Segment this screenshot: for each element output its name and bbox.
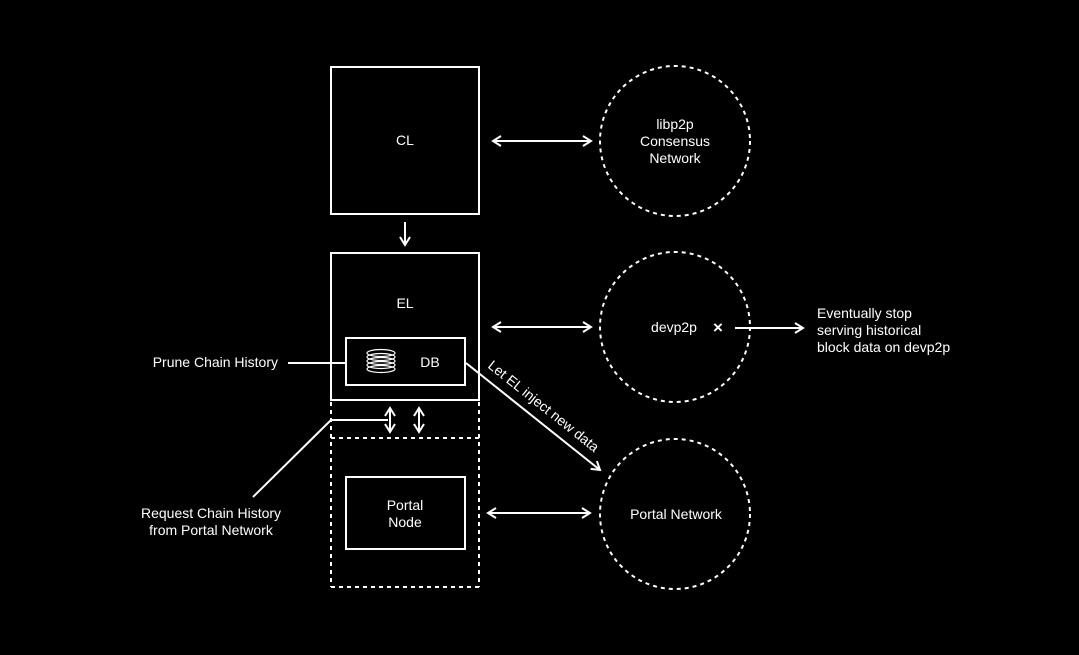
request-label-2: from Portal Network — [149, 522, 274, 538]
libp2p-label-1: libp2p — [656, 116, 694, 132]
cl-label: CL — [396, 132, 414, 148]
libp2p-label-2: Consensus — [640, 133, 710, 149]
stop-note-line-3: block data on devp2p — [817, 339, 950, 355]
el-box: EL — [330, 252, 480, 401]
database-icon — [366, 348, 396, 374]
stop-serving-note: Eventually stop serving historical block… — [817, 305, 950, 355]
portal-node-label-2: Node — [388, 514, 422, 530]
inject-arrow — [465, 362, 602, 472]
portal-node-box: Portal Node — [345, 476, 466, 550]
db-label: DB — [420, 354, 439, 370]
devp2p-network: devp2p × — [599, 251, 751, 403]
portal-network: Portal Network — [599, 438, 751, 590]
libp2p-label-3: Network — [649, 150, 701, 166]
request-leader-line — [252, 419, 388, 498]
portal-node-label-1: Portal — [387, 497, 424, 513]
portal-network-label: Portal Network — [630, 506, 723, 522]
stop-note-line-2: serving historical — [817, 322, 921, 338]
cl-box: CL — [330, 66, 480, 215]
close-icon: × — [713, 318, 723, 337]
portal-client-container — [330, 402, 480, 588]
request-label-1: Request Chain History — [141, 505, 281, 521]
devp2p-label: devp2p — [651, 319, 697, 335]
stop-note-line-1: Eventually stop — [817, 305, 912, 321]
el-label: EL — [396, 295, 413, 311]
db-box: DB — [345, 337, 466, 386]
libp2p-network: libp2p Consensus Network — [599, 65, 751, 217]
prune-label: Prune Chain History — [153, 354, 278, 370]
inject-label: Let EL inject new data — [485, 357, 602, 455]
